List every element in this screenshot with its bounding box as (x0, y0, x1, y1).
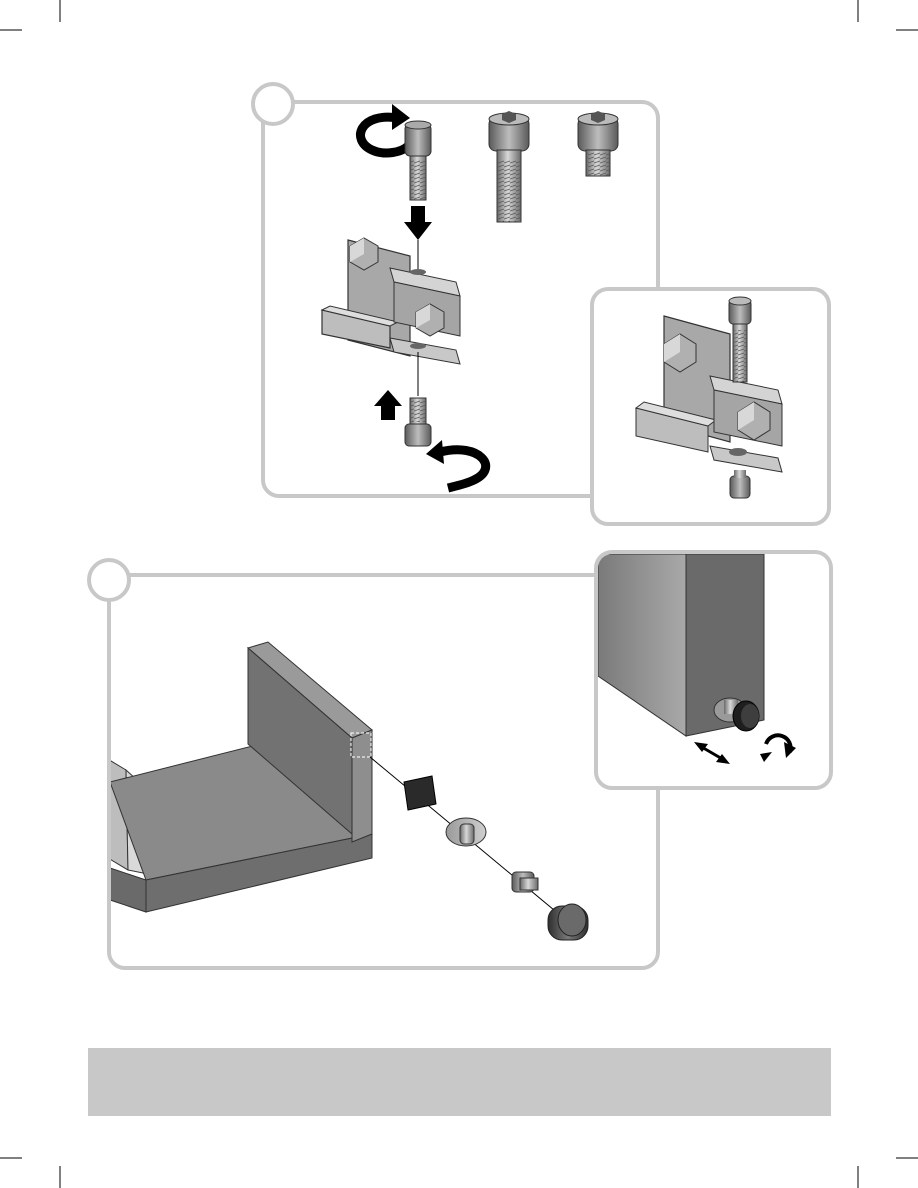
square-pad (404, 776, 436, 810)
adjuster-screw (512, 872, 538, 892)
step2-detail-view (596, 552, 831, 788)
step2-number-badge (89, 560, 129, 600)
step2-panel (89, 560, 658, 968)
footer-bar (88, 1048, 831, 1116)
t-washer (446, 818, 486, 846)
foot-cap (548, 904, 588, 940)
step1-detail-view (592, 289, 829, 524)
step1-number-badge (253, 84, 293, 124)
